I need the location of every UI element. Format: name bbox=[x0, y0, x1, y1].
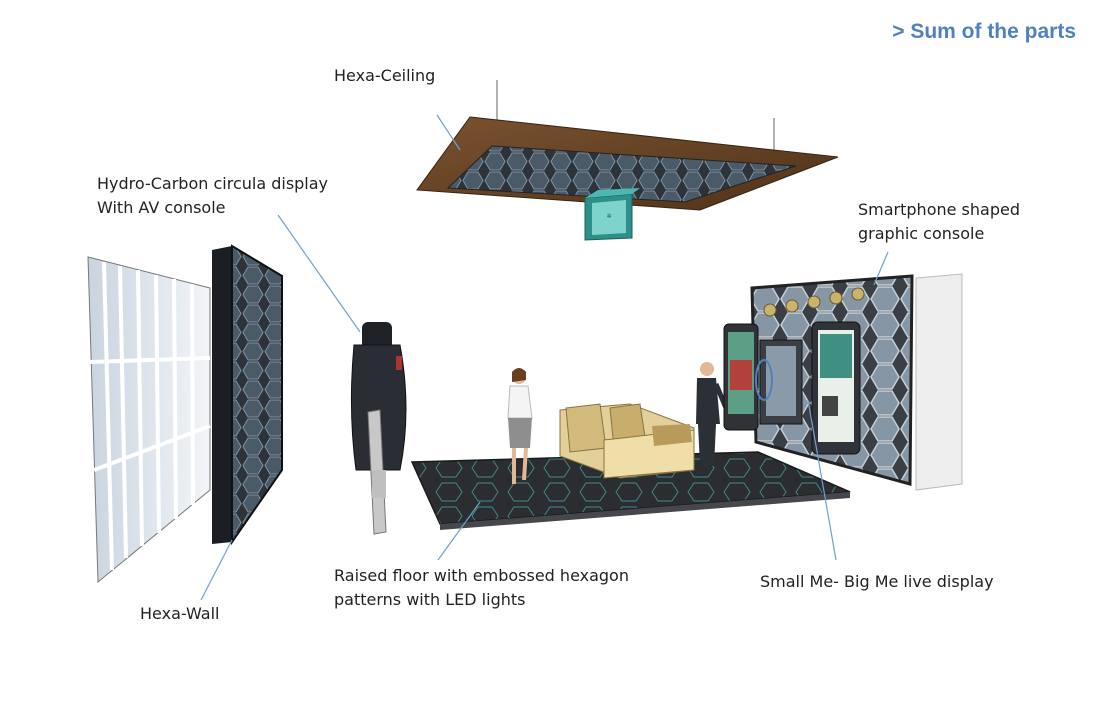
leader-raised-floor bbox=[437, 501, 481, 561]
glass-wall bbox=[87, 256, 211, 584]
label-smartphone-line1: Smartphone shaped bbox=[858, 200, 1020, 219]
label-hexa-ceiling: Hexa-Ceiling bbox=[334, 66, 436, 85]
smartphone-console-right bbox=[811, 321, 861, 455]
hexa-wall-panel bbox=[212, 244, 283, 546]
label-raised-floor-line1: Raised floor with embossed hexagon bbox=[334, 566, 629, 585]
leader-small-me bbox=[807, 399, 837, 561]
live-display-screen bbox=[755, 339, 803, 425]
leader-hydro-carbon bbox=[277, 214, 361, 333]
label-hydro-carbon-line1: Hydro-Carbon circula display bbox=[97, 174, 329, 193]
hydro-carbon-display bbox=[350, 322, 407, 535]
label-small-me-big-me: Small Me- Big Me live display bbox=[760, 572, 994, 591]
woman-figure bbox=[507, 368, 533, 484]
leader-smartphone bbox=[873, 251, 889, 286]
hanging-cube-display: ✲ bbox=[584, 188, 640, 241]
hexa-ceiling bbox=[416, 80, 839, 211]
svg-text:✲: ✲ bbox=[606, 213, 611, 220]
leader-hexa-ceiling bbox=[436, 114, 461, 151]
label-hexa-wall: Hexa-Wall bbox=[140, 604, 220, 623]
leader-lines bbox=[200, 114, 889, 601]
smartphone-console-left bbox=[723, 323, 759, 431]
label-raised-floor-line2: patterns with LED lights bbox=[334, 590, 526, 609]
header-title: > Sum of the parts bbox=[892, 20, 1076, 43]
label-smartphone-line2: graphic console bbox=[858, 224, 985, 243]
man-figure bbox=[696, 362, 729, 466]
seating-sofa bbox=[559, 403, 695, 479]
label-hydro-carbon-line2: With AV console bbox=[97, 198, 226, 217]
leader-hexa-wall bbox=[200, 539, 233, 601]
